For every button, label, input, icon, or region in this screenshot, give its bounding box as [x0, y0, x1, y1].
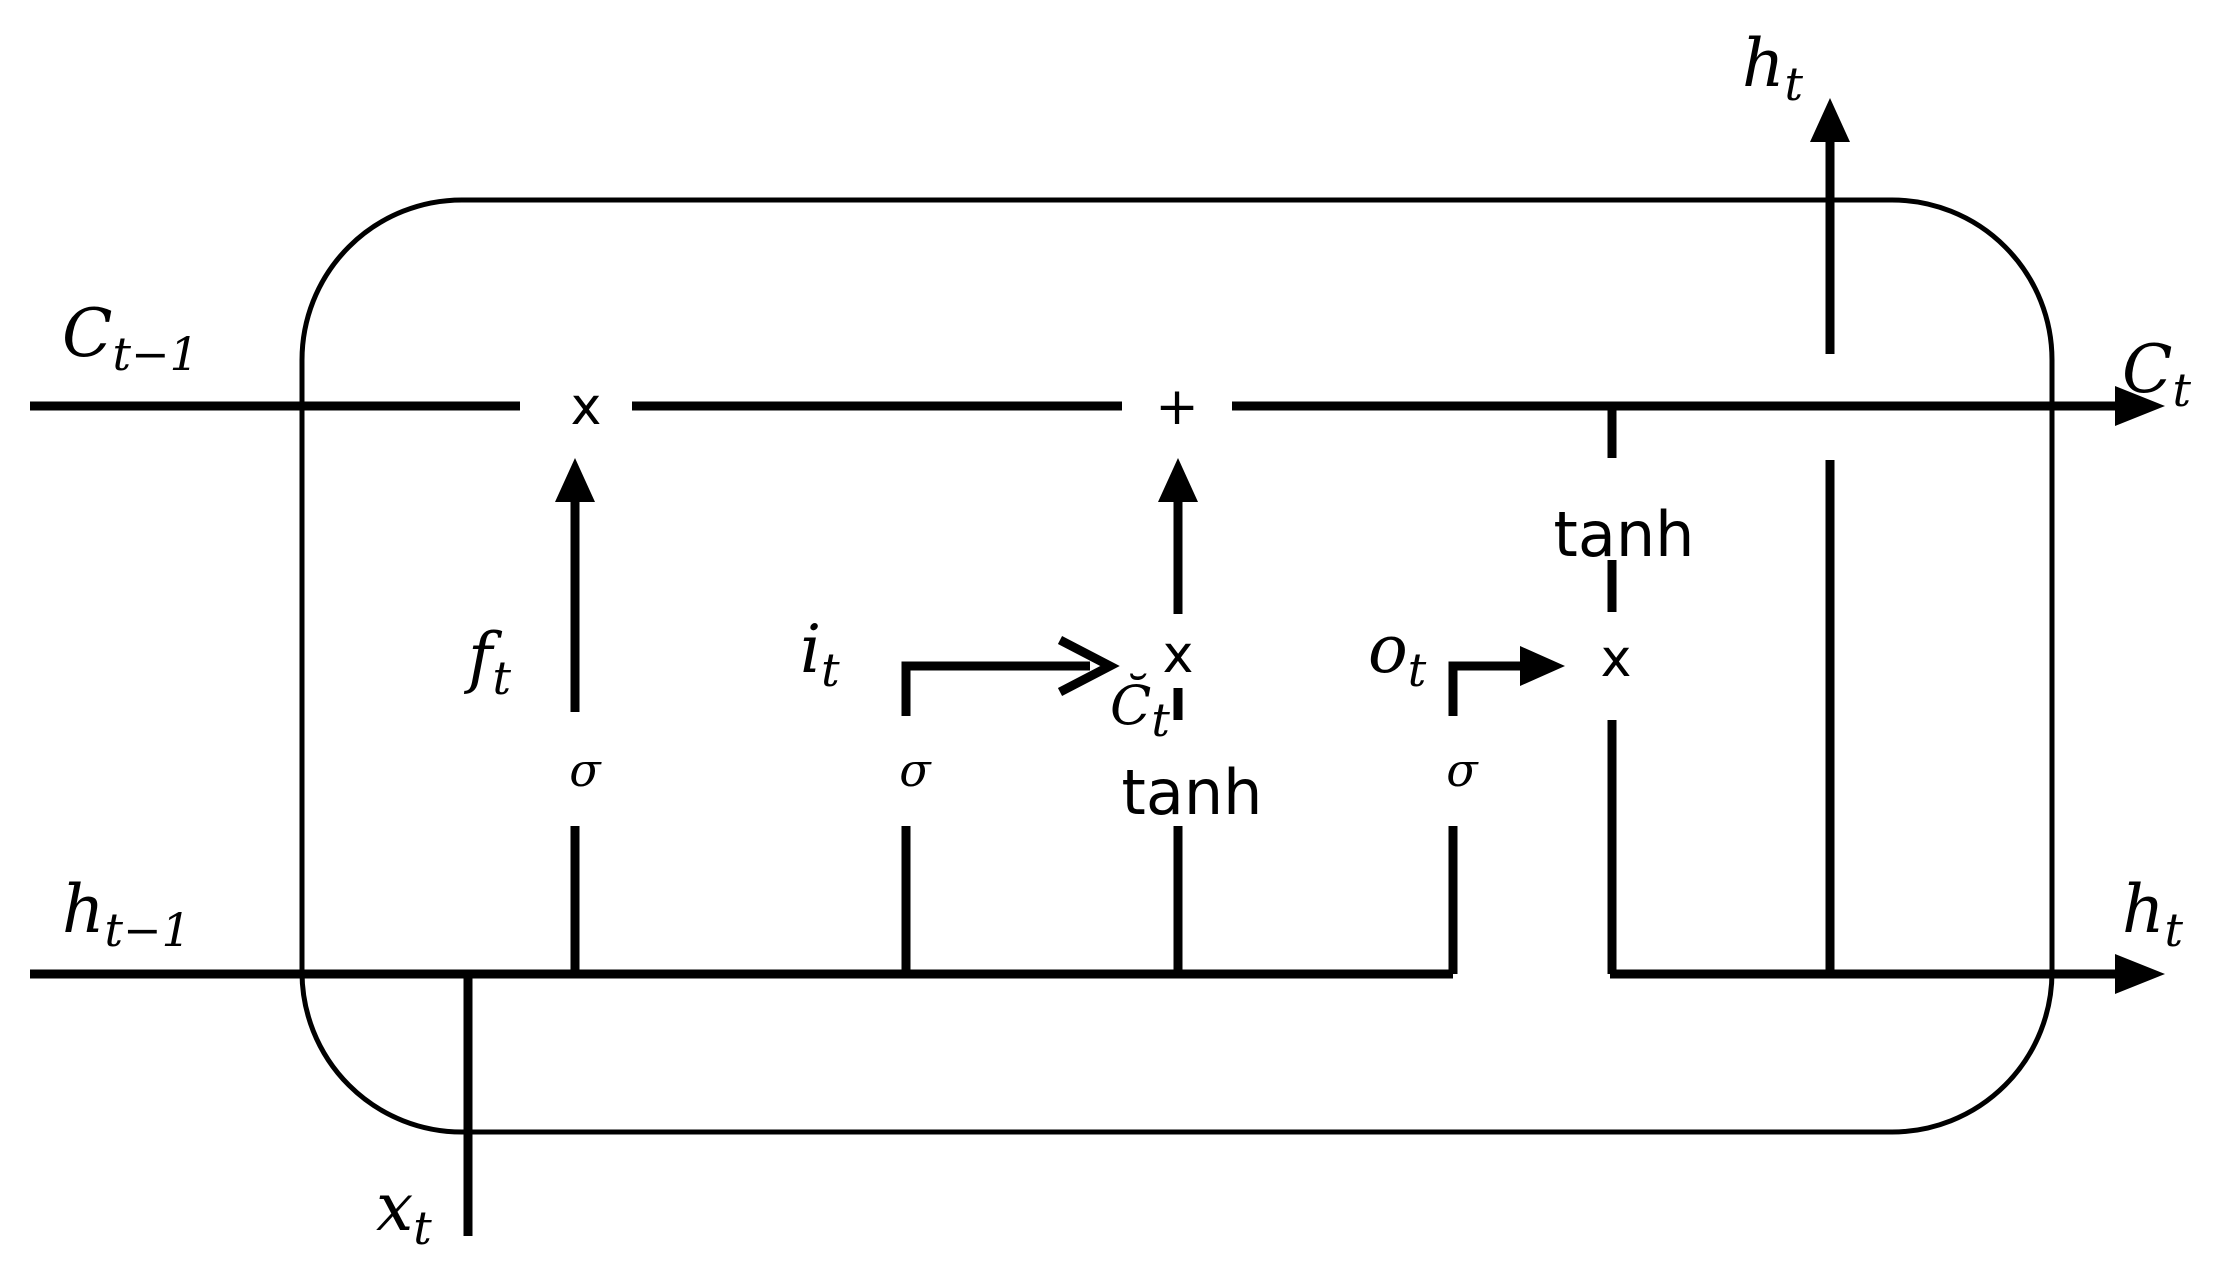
input-product-arrowhead: [1158, 458, 1198, 502]
label-input-gate: it: [800, 611, 840, 697]
input-gate-upper-line: [901, 661, 1090, 716]
cell-tanh-label: tanh: [1554, 498, 1695, 571]
cell-add-operator: +: [1155, 377, 1199, 437]
label-h-next: ht: [2122, 871, 2184, 957]
forget-multiply-operator: x: [571, 377, 602, 437]
label-output-gate: ot: [1368, 611, 1427, 697]
output-sigma-label: σ: [1446, 743, 1479, 797]
input-sigma-label: σ: [899, 743, 932, 797]
cell-state-out-arrowhead: [2115, 386, 2165, 426]
input-multiply-operator: x: [1163, 625, 1194, 685]
forget-gate-arrowhead: [555, 458, 595, 502]
label-x-input: xt: [376, 1169, 432, 1255]
hidden-out-top-arrowhead: [1810, 98, 1850, 142]
output-gate-arrowhead: [1520, 646, 1565, 686]
lstm-cell-boundary: [299, 197, 2055, 1135]
label-c-next: Ct: [2122, 331, 2192, 417]
label-h-prev: ht−1: [62, 871, 191, 957]
forget-sigma-label: σ: [569, 743, 602, 797]
label-h-out-top: ht: [1742, 25, 1804, 111]
hidden-state-out-arrowhead: [2115, 954, 2165, 994]
candidate-tanh-label: tanh: [1122, 756, 1263, 829]
label-c-prev: Ct−1: [62, 295, 199, 381]
output-gate-upper-line: [1448, 661, 1525, 716]
input-gate-chevron: [1057, 636, 1120, 696]
output-multiply-operator: x: [1601, 629, 1632, 689]
label-forget-gate: ft: [463, 619, 511, 705]
label-candidate: C̆t: [1110, 673, 1170, 747]
